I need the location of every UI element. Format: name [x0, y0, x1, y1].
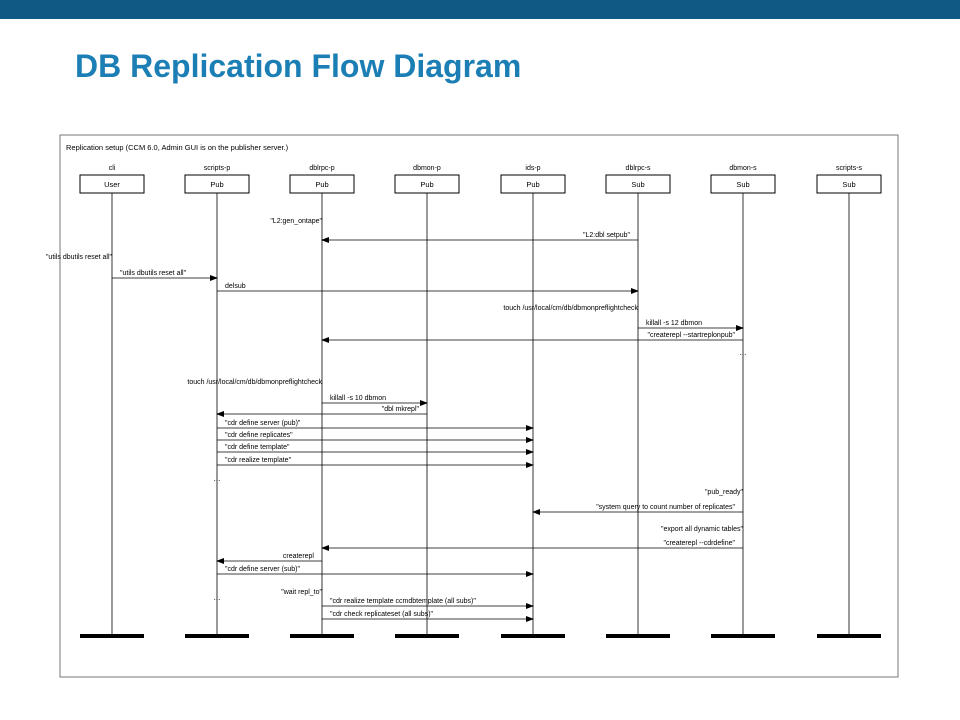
participant-role: Sub	[631, 180, 644, 189]
diagram-caption: Replication setup (CCM 6.0, Admin GUI is…	[66, 143, 289, 152]
message-label: "cdr realize template"	[225, 457, 292, 464]
message-label: "cdr define replicates"	[225, 432, 293, 439]
message-label: "cdr define server (sub)"	[225, 566, 301, 573]
continuation-dots: ...	[740, 348, 747, 357]
lifeline-end-bar	[80, 634, 144, 638]
continuation-dots: ...	[214, 474, 221, 483]
note-label: "wait repl_to"	[281, 589, 322, 596]
page-title: DB Replication Flow Diagram	[75, 48, 522, 84]
participant-role: Pub	[526, 180, 539, 189]
participant-name: scripts-p	[204, 165, 231, 172]
message-label: "cdr define server (pub)"	[225, 420, 301, 427]
note-label: touch /usr/local/cm/db/dbmonpreflightche…	[187, 379, 322, 386]
lifeline-end-bar	[395, 634, 459, 638]
message-label: "cdr define template"	[225, 444, 290, 451]
top-accent-bar	[0, 0, 960, 19]
note-label: touch /usr/local/cm/db/dbmonpreflightche…	[503, 305, 638, 312]
message-label: "utils dbutils reset all"	[120, 270, 187, 277]
participant-role: Pub	[315, 180, 328, 189]
continuation-dots: ...	[214, 593, 221, 602]
note-label: "utils dbutils reset all"	[46, 254, 113, 261]
participant-name: scripts-s	[836, 165, 863, 172]
message-label: killall -s 10 dbmon	[330, 395, 386, 402]
message-label: "cdr check replicateset (all subs)"	[330, 611, 434, 618]
message-label: "dbl mkrepl"	[382, 406, 420, 413]
participant-role: Pub	[210, 180, 223, 189]
lifeline-end-bar	[606, 634, 670, 638]
lifeline-end-bar	[501, 634, 565, 638]
message-label: killall -s 12 dbmon	[646, 320, 702, 327]
participant-role: User	[104, 180, 120, 189]
participant-name: dblrpc-s	[626, 165, 651, 172]
message-label: "L2:dbl setpub"	[583, 232, 631, 239]
message-label: delsub	[225, 283, 246, 290]
participant-name: dblrpc-p	[309, 165, 334, 172]
note-label: "pub_ready"	[705, 489, 744, 496]
participant-role: Pub	[420, 180, 433, 189]
participant-name: dbmon-p	[413, 165, 441, 172]
note-label: "L2:gen_ontape"	[270, 218, 322, 225]
lifeline-end-bar	[817, 634, 881, 638]
note-label: "export all dynamic tables"	[661, 526, 744, 533]
message-label: "createrepl --startreplonpub"	[648, 332, 736, 339]
participant-name: cli	[109, 165, 116, 172]
lifeline-end-bar	[290, 634, 354, 638]
message-label: "cdr realize template ccmdbtemplate (all…	[330, 598, 476, 605]
participant-name: dbmon-s	[729, 165, 757, 172]
participant-role: Sub	[842, 180, 855, 189]
diagram-frame	[59, 134, 899, 678]
message-label: "system query to count number of replica…	[596, 504, 735, 511]
message-label: createrepl	[283, 553, 315, 560]
message-label: "createrepl --cdrdefine"	[663, 540, 735, 547]
lifeline-end-bar	[711, 634, 775, 638]
lifeline-end-bar	[185, 634, 249, 638]
participant-role: Sub	[736, 180, 749, 189]
participant-name: ids-p	[525, 165, 540, 172]
